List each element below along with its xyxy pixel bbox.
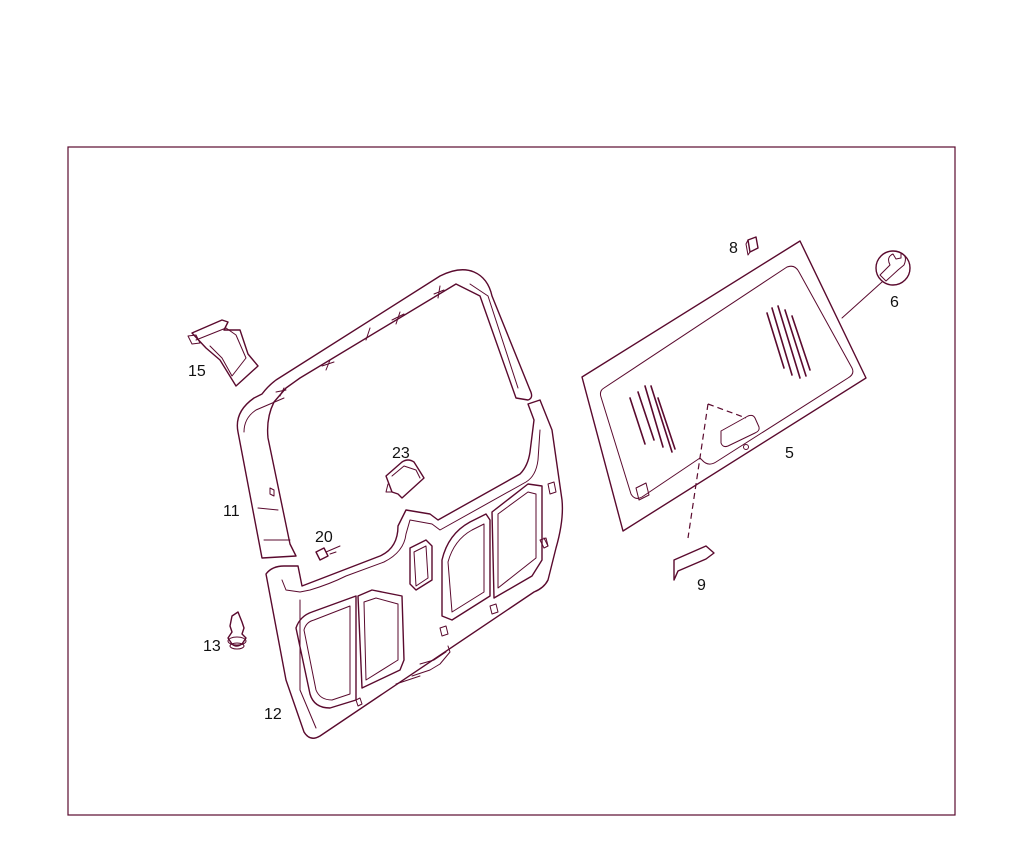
handle-recess <box>409 539 433 591</box>
callout-8: 8 <box>729 240 738 257</box>
callout-9: 9 <box>697 577 706 594</box>
callout-23: 23 <box>392 445 410 462</box>
diagram-frame <box>67 146 956 816</box>
panel-pocket-right-a <box>441 513 491 621</box>
callout-11: 11 <box>223 503 240 520</box>
callout-12: 12 <box>264 706 282 723</box>
cover-part-23 <box>385 459 425 499</box>
callout-20: 20 <box>315 529 333 546</box>
callout-6: 6 <box>890 294 899 311</box>
panel-pocket-right-b <box>491 483 543 599</box>
push-clip-part-13 <box>227 611 247 650</box>
bracket-part-15 <box>187 319 259 387</box>
callout-5: 5 <box>785 445 794 462</box>
fastener-part-20 <box>315 545 341 561</box>
tailgate-trim-panel-part-12 <box>265 399 564 739</box>
leader-dashed-9a <box>707 403 747 419</box>
panel-pocket-center <box>357 589 405 689</box>
wrench-tool-icon <box>875 250 911 286</box>
panel-pocket-left <box>295 595 357 709</box>
callout-13: 13 <box>203 638 221 655</box>
upper-trim-part-11 <box>236 269 533 559</box>
glass-reflection-hatch-right <box>766 305 811 379</box>
leader-dashed-9b <box>687 403 709 539</box>
cover-part-9 <box>673 545 715 581</box>
rear-window-glass <box>581 240 867 532</box>
callout-15: 15 <box>188 363 206 380</box>
trim-clip-marks <box>275 285 445 397</box>
glass-reflection-hatch-left <box>629 385 676 453</box>
clip-part-8 <box>745 236 759 256</box>
leader-6 <box>841 281 883 319</box>
